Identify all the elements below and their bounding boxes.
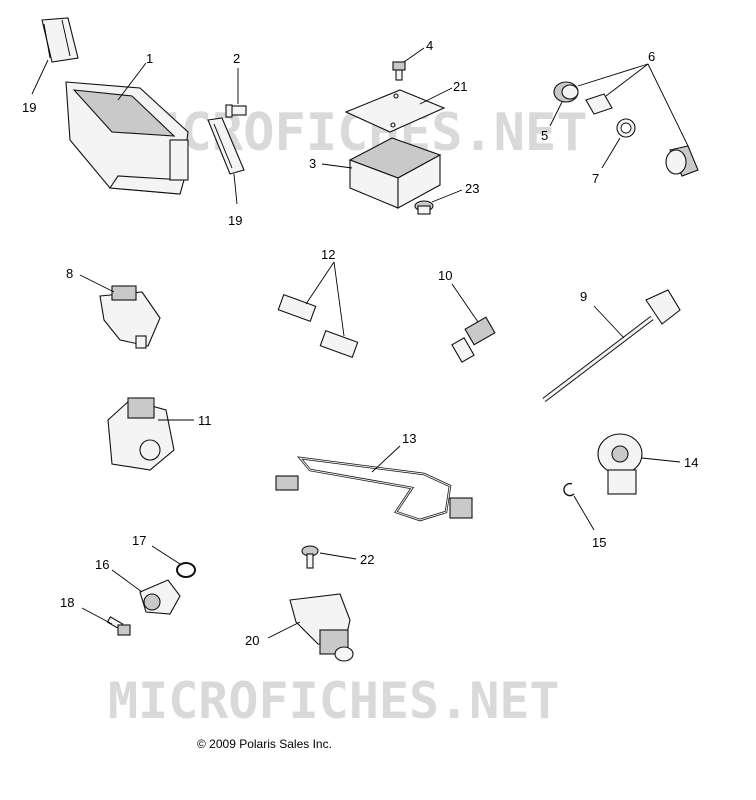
- part-5-cap: [553, 81, 579, 103]
- part-7-oring: [616, 118, 636, 138]
- callout-19-top: 19: [22, 100, 36, 115]
- callout-18: 18: [60, 595, 74, 610]
- part-14-knock-sensor: [597, 433, 643, 495]
- callout-13: 13: [402, 431, 416, 446]
- callout-6: 6: [648, 49, 655, 64]
- callout-8: 8: [66, 266, 73, 281]
- part-9-oxygen-sensor: [542, 289, 681, 402]
- callout-11: 11: [198, 413, 212, 428]
- callout-3: 3: [309, 156, 316, 171]
- callout-10: 10: [438, 268, 452, 283]
- copyright-notice: © 2009 Polaris Sales Inc.: [197, 737, 332, 751]
- part-12-fuses: [277, 293, 359, 359]
- part-4-bolt: [392, 61, 406, 81]
- part-19-bracket-mid: [207, 117, 245, 175]
- callout-2: 2: [233, 51, 240, 66]
- part-10-temp-sensor: [451, 316, 496, 363]
- callout-23: 23: [465, 181, 479, 196]
- callout-5: 5: [541, 128, 548, 143]
- callout-19-mid: 19: [228, 213, 242, 228]
- part-21-gasket: [344, 89, 446, 133]
- part-16-elbow-fitting: [139, 579, 181, 615]
- part-13-wire-harness: [275, 456, 473, 522]
- callout-15: 15: [592, 535, 606, 550]
- callout-1: 1: [146, 51, 153, 66]
- watermark-bottom: MICROFICHES.NET: [108, 672, 560, 730]
- part-22-screw: [301, 545, 319, 569]
- part-3-module: [348, 137, 442, 209]
- part-15-clip: [563, 482, 575, 497]
- part-6-sensor-set: [585, 93, 699, 177]
- part-2-screw: [225, 104, 247, 118]
- callout-21: 21: [453, 79, 467, 94]
- callout-17: 17: [132, 533, 146, 548]
- callout-12: 12: [321, 247, 335, 262]
- part-1-ecu: [65, 81, 189, 195]
- part-11-throttle-position-sensor: [107, 397, 175, 471]
- part-23-plug: [414, 200, 434, 215]
- callout-9: 9: [580, 289, 587, 304]
- part-20-idle-air-control: [289, 593, 354, 662]
- callout-14: 14: [684, 455, 698, 470]
- callout-22: 22: [360, 552, 374, 567]
- callout-7: 7: [592, 171, 599, 186]
- callout-16: 16: [95, 557, 109, 572]
- part-17-oring: [176, 562, 196, 578]
- callout-4: 4: [426, 38, 433, 53]
- callout-20: 20: [245, 633, 259, 648]
- part-8-map-sensor: [99, 285, 161, 349]
- part-18-bolt: [106, 616, 131, 636]
- part-19-bracket-top: [41, 17, 79, 63]
